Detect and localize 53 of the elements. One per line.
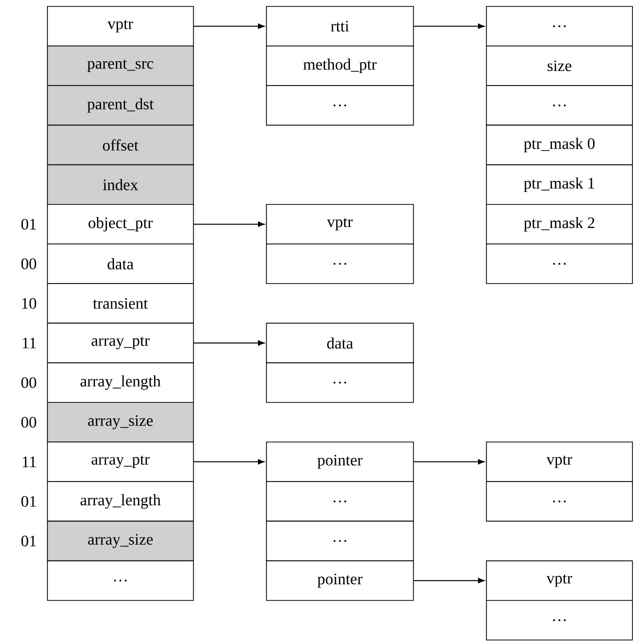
memory-cell: …: [266, 481, 414, 522]
memory-cell: vptr: [486, 442, 633, 482]
memory-cell: array_ptr: [47, 442, 194, 482]
memory-cell: …: [266, 244, 414, 284]
memory-cell: size: [486, 46, 633, 86]
memory-cell: …: [486, 481, 633, 522]
memory-cell: array_size: [47, 402, 194, 442]
memory-cell: vptr: [486, 560, 633, 601]
memory-cell: …: [486, 85, 633, 126]
bit-label: 01: [21, 496, 36, 507]
memory-cell: …: [266, 520, 414, 562]
arrow: [193, 222, 264, 227]
arrow: [413, 578, 484, 584]
memory-cell: array_length: [47, 362, 194, 403]
memory-cell: pointer: [266, 442, 414, 482]
bit-label: 11: [22, 456, 36, 468]
memory-cell: array_length: [47, 481, 194, 522]
memory-cell: data: [47, 244, 194, 284]
arrow: [193, 459, 264, 464]
memory-cell: parent_dst: [47, 85, 194, 126]
memory-cell: …: [486, 6, 633, 46]
memory-cell: ptr_mask 0: [486, 124, 633, 166]
bit-label: 01: [21, 536, 36, 546]
memory-cell: vptr: [47, 6, 194, 46]
arrow: [193, 340, 264, 346]
bit-label: 00: [21, 377, 36, 388]
arrow: [413, 24, 484, 29]
memory-cell: …: [47, 560, 194, 601]
memory-cell: index: [47, 164, 194, 205]
bit-label: 01: [21, 218, 36, 230]
memory-cell: pointer: [266, 560, 414, 601]
memory-cell: …: [266, 362, 414, 403]
arrow: [413, 459, 484, 464]
memory-cell: transient: [47, 283, 194, 324]
memory-cell: array_size: [47, 520, 194, 562]
memory-cell: …: [486, 600, 633, 640]
memory-cell: parent_src: [47, 46, 194, 86]
memory-cell: …: [266, 85, 414, 126]
memory-cell: array_ptr: [47, 322, 194, 364]
memory-cell: offset: [47, 124, 194, 166]
memory-cell: ptr_mask 1: [486, 164, 633, 205]
memory-cell: method_ptr: [266, 46, 414, 86]
memory-cell: object_ptr: [47, 204, 194, 244]
memory-cell: rtti: [266, 6, 414, 46]
memory-cell: data: [266, 322, 414, 364]
bit-label: 00: [21, 258, 36, 270]
bit-label: 10: [22, 298, 36, 309]
memory-cell: ptr_mask 2: [486, 204, 633, 244]
bit-label: 11: [22, 338, 36, 348]
memory-cell: vptr: [266, 204, 414, 244]
bit-label: 00: [21, 416, 36, 428]
arrow: [193, 24, 264, 29]
memory-cell: …: [486, 244, 633, 284]
